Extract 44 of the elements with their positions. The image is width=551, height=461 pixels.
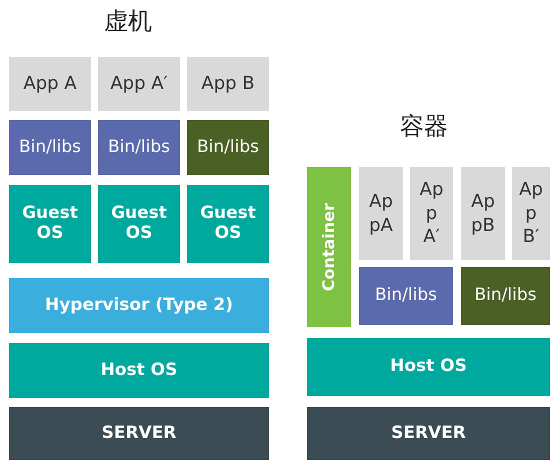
block-label: SERVER: [102, 424, 176, 444]
block-label: AppB′: [518, 178, 544, 249]
app-block: [9, 57, 91, 111]
bin-libs-block: [187, 120, 269, 175]
block-label: Host OS: [390, 357, 467, 377]
block-label: App A′: [110, 74, 168, 94]
block-label: Bin/libs: [19, 138, 81, 158]
app-block: [187, 57, 269, 111]
block-label: Bin/libs: [474, 286, 536, 306]
block-label: Bin/libs: [375, 286, 437, 306]
layer-block: [9, 278, 269, 333]
block-label: Bin/libs: [197, 138, 259, 158]
layer-block: [98, 185, 180, 263]
app-block: [98, 57, 180, 111]
bin-libs-block: [461, 267, 550, 325]
block-label: Guest OS: [21, 204, 79, 244]
layer-block: [9, 343, 269, 398]
block-label: App B: [201, 74, 255, 94]
layer-block: [307, 338, 550, 396]
block-label: SERVER: [391, 424, 466, 444]
block-label: Bin/libs: [108, 138, 170, 158]
bin-libs-block: [359, 267, 453, 325]
app-block: [410, 167, 453, 260]
block-label: Container: [320, 202, 338, 292]
block-label: AppA′: [418, 178, 444, 249]
block-label: AppA: [368, 190, 394, 237]
app-block: [512, 167, 550, 260]
bin-libs-block: [9, 120, 91, 175]
app-block: [359, 167, 403, 260]
layer-block: [187, 185, 269, 263]
bin-libs-block: [98, 120, 180, 175]
block-label: Hypervisor (Type 2): [44, 296, 234, 316]
block-label: AppB: [470, 190, 496, 237]
column-title: 容器: [400, 111, 448, 142]
layer-block: [9, 185, 91, 263]
app-block: [461, 167, 505, 260]
column-title: 虚机: [104, 6, 152, 37]
block-label: Host OS: [100, 360, 178, 380]
layer-block: [307, 407, 550, 460]
container-block: [307, 167, 351, 327]
block-label: Guest OS: [110, 204, 168, 244]
block-label: Guest OS: [199, 204, 257, 244]
block-label: App A: [23, 74, 77, 94]
layer-block: [9, 407, 269, 460]
